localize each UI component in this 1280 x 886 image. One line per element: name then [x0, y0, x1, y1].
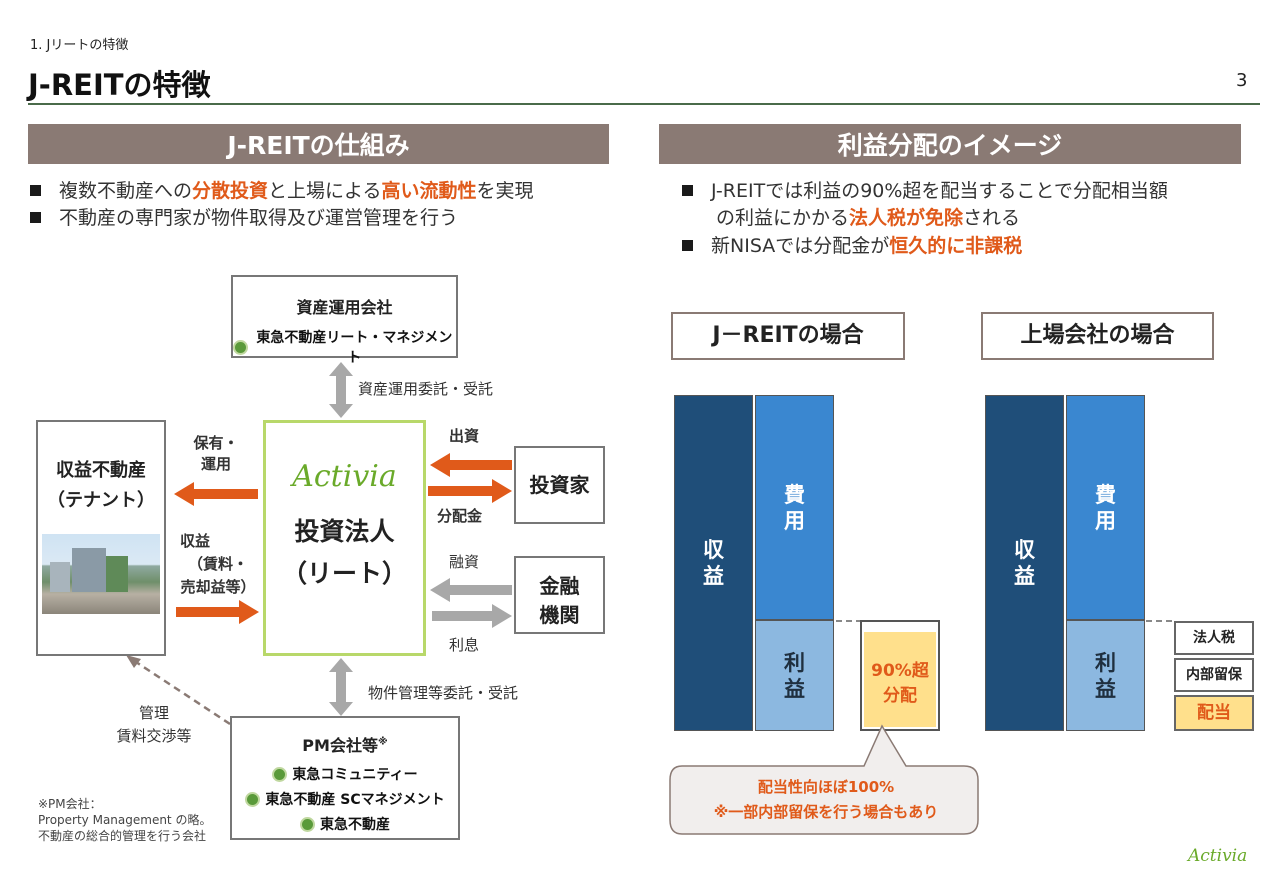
retained-earnings-box: 内部留保	[1174, 658, 1254, 692]
hold-label: 保有・運用	[193, 434, 239, 473]
callout-bubble	[669, 724, 979, 835]
reit-sub: （リート）	[281, 559, 407, 588]
bullet-square-icon	[682, 240, 693, 251]
pm-arrow-label: 物件管理等委託・受託	[368, 684, 519, 702]
pm-footnote: ※PM会社：Property Management の略。不動産の総合的管理を行…	[38, 797, 212, 843]
pm-double-arrow	[329, 658, 353, 716]
listed-dividend-box: 配当	[1174, 695, 1254, 731]
pm-logo-sc: 東急不動産 SCマネジメント	[232, 789, 458, 809]
bullet-square-icon	[30, 185, 41, 196]
activia-logo: Activia	[292, 459, 397, 494]
pm-box: PM会社等※ 東急コミュニティー 東急不動産 SCマネジメント 東急不動産	[230, 716, 460, 840]
management-dashed-line	[135, 660, 231, 726]
callout-text: 配当性向ほぼ100%※一部内部留保を行う場合もあり	[713, 778, 939, 821]
asset-management-box: 資産運用会社 東急不動産リート・マネジメント	[231, 275, 458, 366]
property-title: 収益不動産	[56, 460, 146, 481]
reit-title: 投資法人	[294, 517, 395, 546]
page-number: 3	[1236, 70, 1248, 91]
bullet-square-icon	[682, 185, 693, 196]
listed-revenue-bar: 収益	[985, 395, 1064, 731]
pm-title: PM会社等※	[302, 736, 388, 755]
income-label: 収益（賃料・売却益等）	[180, 532, 256, 596]
section-header-mechanism: J-REITの仕組み	[28, 124, 609, 164]
property-photo	[42, 534, 160, 614]
bank-box: 金融機関	[514, 556, 605, 634]
tokyu-logo-icon	[233, 339, 248, 355]
invest-arrow	[430, 453, 512, 477]
listed-case-label: 上場会社の場合	[981, 312, 1214, 360]
header-divider	[28, 103, 1260, 105]
left-bullet-2: 不動産の専門家が物件取得及び運営管理を行う	[30, 205, 620, 232]
bullet-square-icon	[30, 212, 41, 223]
right-bullet-1: J-REITでは利益の90%超を配当することで分配相当額の利益にかかる法人税が免…	[682, 178, 1252, 232]
dividend-label: 分配金	[437, 507, 483, 525]
am-double-arrow	[329, 362, 353, 418]
invest-label: 出資	[449, 427, 480, 445]
investor-box: 投資家	[514, 446, 605, 524]
jreit-distribution-box: 90%超 分配	[860, 620, 940, 731]
am-arrow-label: 資産運用委託・受託	[358, 380, 494, 398]
income-arrow	[176, 600, 259, 624]
jreit-expense-bar: 費用	[755, 395, 834, 620]
pm-logo-land: 東急不動産	[232, 814, 458, 834]
am-title: 資産運用会社	[296, 298, 393, 317]
management-label: 管理賃料交渉等	[116, 704, 192, 745]
page-title: J-REITの特徴	[28, 68, 211, 102]
left-bullet-1: 複数不動産への分散投資と上場による高い流動性を実現	[30, 178, 620, 205]
tokyu-logo-icon	[272, 766, 288, 782]
investment-corporation-box: Activia 投資法人 （リート）	[263, 420, 426, 656]
property-box: 収益不動産 （テナント）	[36, 420, 166, 656]
footer-activia-logo: Activia	[1188, 846, 1248, 866]
listed-profit-bar: 利益	[1066, 620, 1145, 731]
breadcrumb: 1. Jリートの特徴	[30, 38, 129, 53]
dividend-arrow	[428, 479, 512, 503]
corporate-tax-box: 法人税	[1174, 621, 1254, 655]
tokyu-logo-icon	[300, 816, 315, 832]
loan-arrow	[430, 578, 512, 602]
interest-label: 利息	[449, 636, 480, 654]
jreit-revenue-bar: 収益	[674, 395, 753, 731]
property-sub: （テナント）	[47, 490, 155, 511]
loan-label: 融資	[449, 553, 480, 571]
hold-arrow	[174, 482, 258, 506]
right-bullet-2: 新NISAでは分配金が恒久的に非課税	[682, 233, 1252, 260]
pm-logo-community: 東急コミュニティー	[232, 764, 458, 784]
tokyu-logo-icon	[245, 791, 261, 807]
jreit-case-label: J－REITの場合	[671, 312, 905, 360]
am-logo: 東急不動産リート・マネジメント	[233, 327, 456, 367]
listed-expense-bar: 費用	[1066, 395, 1145, 620]
interest-arrow	[432, 604, 512, 628]
jreit-profit-bar: 利益	[755, 620, 834, 731]
section-header-distribution: 利益分配のイメージ	[659, 124, 1241, 164]
